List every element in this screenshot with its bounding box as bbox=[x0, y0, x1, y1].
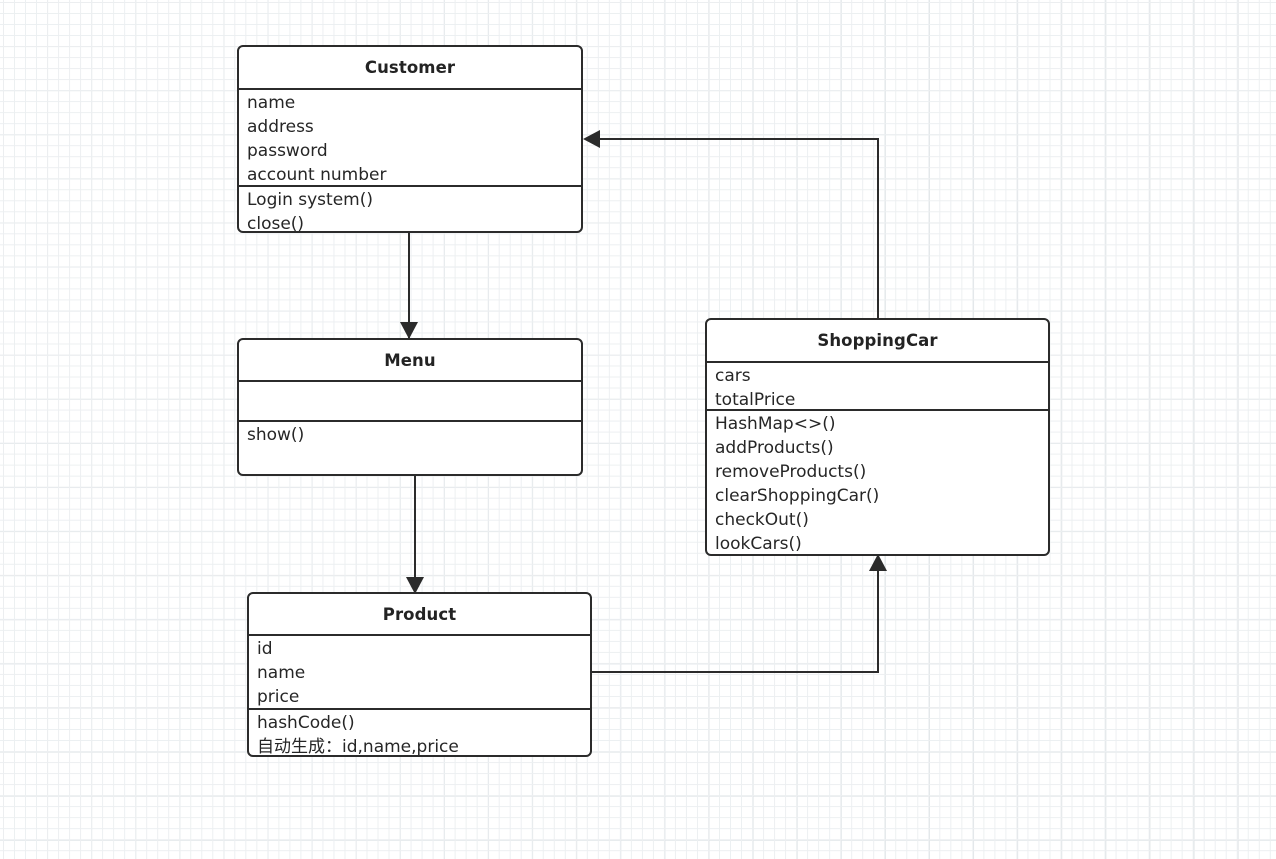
attribute-row: cars bbox=[715, 366, 751, 386]
arrowhead-menu-to-product bbox=[406, 577, 424, 594]
method-row: close() bbox=[247, 214, 305, 231]
class-attributes-menu bbox=[239, 382, 581, 422]
class-box-menu[interactable]: Menu show() bbox=[237, 338, 583, 476]
method-row: clearShoppingCar() bbox=[715, 486, 880, 506]
class-methods-shoppingcar: HashMap<>() addProducts() removeProducts… bbox=[707, 411, 1048, 554]
attribute-row: id bbox=[257, 639, 273, 659]
method-row: show() bbox=[247, 425, 305, 445]
class-methods-menu: show() bbox=[239, 422, 581, 474]
class-attributes-shoppingcar: cars totalPrice bbox=[707, 363, 1048, 411]
attribute-row: name bbox=[257, 663, 306, 683]
edge-shoppingcar-to-customer-horizontal bbox=[595, 138, 879, 140]
attribute-row: password bbox=[247, 141, 328, 161]
class-box-shoppingcar[interactable]: ShoppingCar cars totalPrice HashMap<>() … bbox=[705, 318, 1050, 556]
edge-menu-to-product bbox=[414, 476, 416, 593]
class-title-customer: Customer bbox=[239, 47, 581, 90]
method-row: addProducts() bbox=[715, 438, 834, 458]
method-row: Login system() bbox=[247, 190, 373, 210]
edge-product-to-shoppingcar-horizontal bbox=[592, 671, 879, 673]
method-row: lookCars() bbox=[715, 534, 802, 554]
method-row: hashCode() bbox=[257, 713, 355, 733]
attribute-row: price bbox=[257, 687, 300, 707]
attribute-row: address bbox=[247, 117, 314, 137]
class-attributes-product: id name price bbox=[249, 636, 590, 710]
arrowhead-shoppingcar-to-customer bbox=[583, 130, 600, 148]
class-title-menu: Menu bbox=[239, 340, 581, 382]
edge-product-to-shoppingcar-vertical bbox=[877, 569, 879, 673]
attribute-row: account number bbox=[247, 165, 387, 185]
class-box-product[interactable]: Product id name price hashCode() 自动生成：id… bbox=[247, 592, 592, 757]
edge-customer-to-menu bbox=[408, 233, 410, 338]
method-row: HashMap<>() bbox=[715, 414, 836, 434]
class-title-product: Product bbox=[249, 594, 590, 636]
arrowhead-product-to-shoppingcar bbox=[869, 554, 887, 571]
attribute-row: name bbox=[247, 93, 296, 113]
arrowhead-customer-to-menu bbox=[400, 322, 418, 339]
class-attributes-customer: name address password account number bbox=[239, 90, 581, 187]
method-row: 自动生成：id,name,price bbox=[257, 737, 459, 757]
class-methods-customer: Login system() close() bbox=[239, 187, 581, 231]
class-methods-product: hashCode() 自动生成：id,name,price bbox=[249, 710, 590, 757]
edge-shoppingcar-to-customer-vertical bbox=[877, 138, 879, 319]
method-row: checkOut() bbox=[715, 510, 809, 530]
method-row: removeProducts() bbox=[715, 462, 867, 482]
attribute-row: totalPrice bbox=[715, 390, 796, 410]
class-box-customer[interactable]: Customer name address password account n… bbox=[237, 45, 583, 233]
class-title-shoppingcar: ShoppingCar bbox=[707, 320, 1048, 363]
